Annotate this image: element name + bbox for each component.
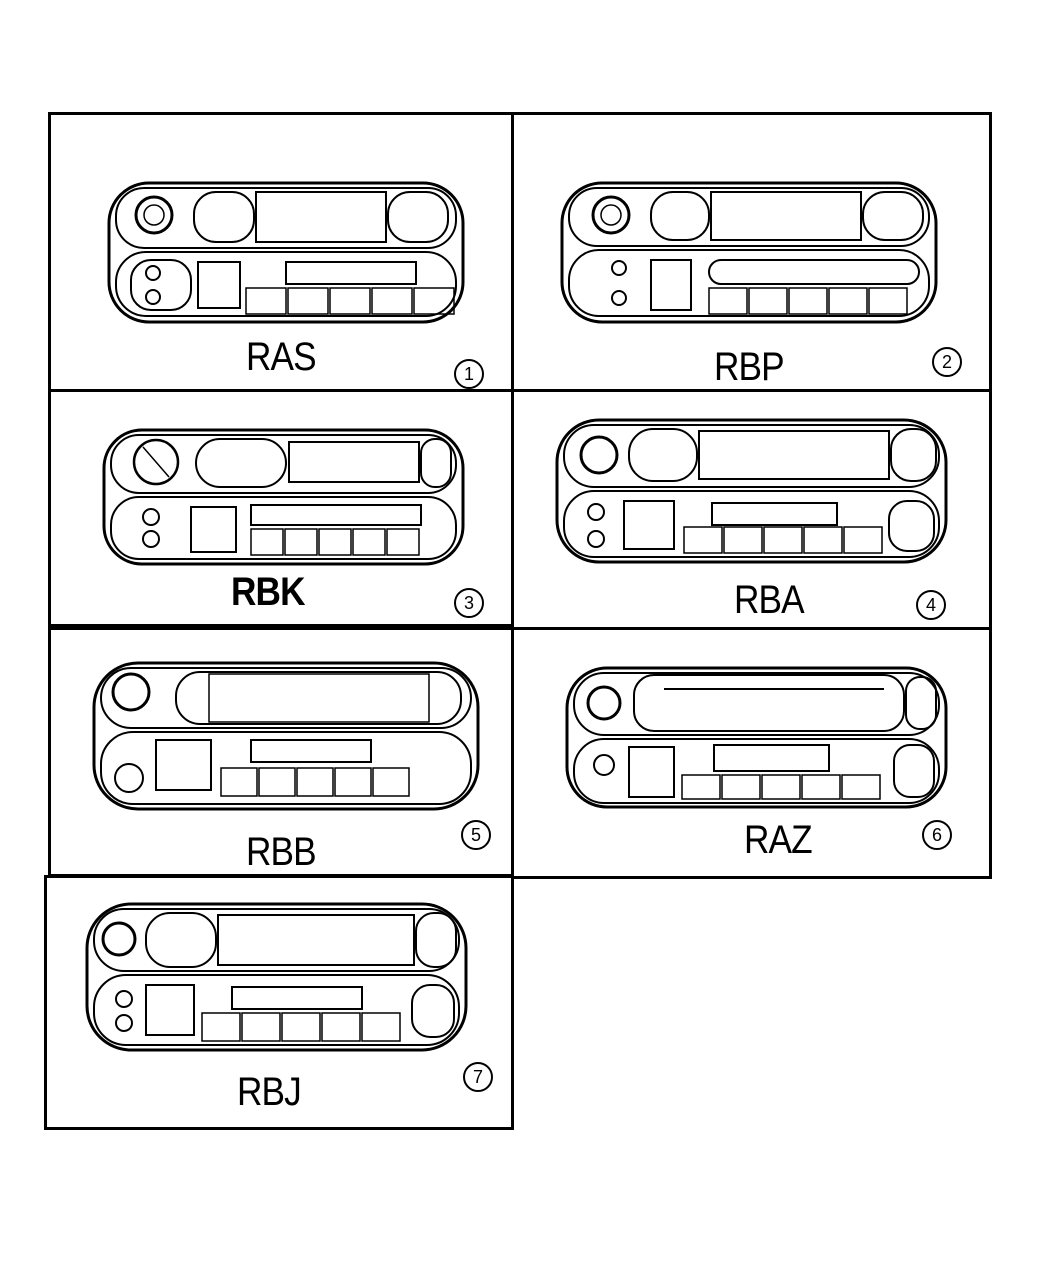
callout-number: 6 <box>922 820 952 850</box>
model-label: RBK <box>231 570 306 614</box>
radio-illustration-rbp <box>559 180 939 325</box>
callout-number: 4 <box>916 590 946 620</box>
radio-illustration-rbj <box>84 901 469 1053</box>
model-label: RBP <box>714 345 785 389</box>
figure-cell-rba: RBA 4 <box>511 389 992 631</box>
figure-cell-rbb: RBB 5 <box>48 627 514 877</box>
callout-number: 1 <box>454 359 484 389</box>
radio-illustration-rbk <box>101 427 466 567</box>
model-label: RAZ <box>744 818 813 862</box>
callout-number: 5 <box>461 820 491 850</box>
callout-number: 3 <box>454 588 484 618</box>
figure-cell-rbk: RBK 3 <box>48 389 514 627</box>
model-label: RBB <box>246 830 317 874</box>
figure-cell-ras: RAS 1 <box>48 112 514 392</box>
figure-cell-rbj: RBJ 7 <box>44 875 514 1130</box>
model-label: RBJ <box>237 1070 302 1114</box>
callout-number: 2 <box>932 347 962 377</box>
radio-illustration-rbb <box>91 660 481 812</box>
model-label: RAS <box>246 335 317 379</box>
radio-illustration-rba <box>554 417 949 565</box>
figure-cell-raz: RAZ 6 <box>511 627 992 879</box>
figure-cell-rbp: RBP 2 <box>511 112 992 392</box>
model-label: RBA <box>734 578 805 622</box>
callout-number: 7 <box>463 1062 493 1092</box>
radio-illustration-raz <box>564 665 949 810</box>
radio-illustration-ras <box>106 180 466 325</box>
